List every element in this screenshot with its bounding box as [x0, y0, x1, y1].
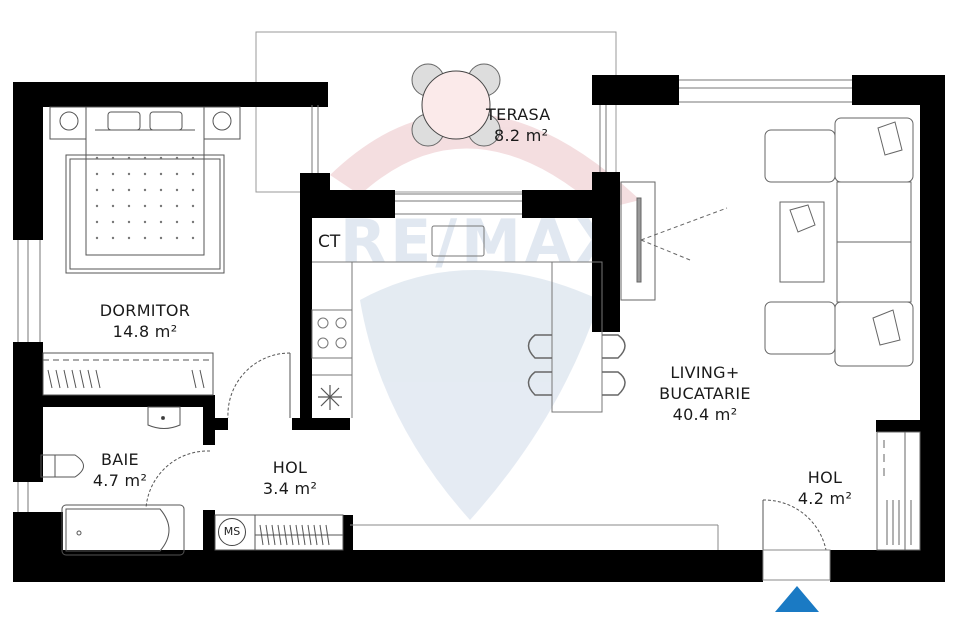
terrace-outline [255, 31, 617, 193]
room-area: 14.8 m² [112, 322, 178, 341]
remax-watermark: RE/MAX [330, 113, 640, 520]
living-storage [350, 524, 719, 550]
bed-pattern-dots [95, 156, 195, 240]
room-area: 3.4 m² [262, 479, 318, 498]
ms-badge: MS [218, 518, 246, 546]
bedroom-door [227, 352, 291, 419]
triangle-up-icon [775, 586, 819, 612]
room-label-terasa: TERASA 8.2 m² [486, 104, 586, 146]
room-label-hol-1: HOL 3.4 m² [240, 457, 340, 499]
kitchen-counters [311, 225, 603, 418]
bedroom-wardrobe [42, 352, 214, 396]
room-label-living: LIVING+ BUCATARIE 40.4 m² [635, 362, 775, 425]
room-name: DORMITOR [99, 301, 191, 320]
bedside-tables [49, 106, 241, 140]
room-area: 8.2 m² [494, 126, 549, 145]
room-label-hol-2: HOL 4.2 m² [780, 467, 870, 509]
tv-unit [620, 181, 728, 301]
room-area: 4.7 m² [92, 471, 148, 490]
ct-label: CT [318, 232, 341, 252]
svg-text:RE/MAX: RE/MAX [340, 207, 626, 277]
room-name: HOL [272, 458, 308, 477]
bathroom-fixtures [40, 406, 211, 556]
hall-storage [214, 514, 344, 551]
room-area: 40.4 m² [672, 405, 738, 424]
room-label-dormitor: DORMITOR 14.8 m² [70, 300, 220, 342]
entrance-door [762, 499, 831, 581]
room-name-2: BUCATARIE [659, 384, 751, 403]
dining-chairs [527, 334, 626, 396]
room-label-baie: BAIE 4.7 m² [75, 449, 165, 491]
fridge-snowflake-icon [318, 385, 342, 410]
room-area: 4.2 m² [797, 489, 853, 508]
terrace-table [411, 63, 501, 147]
room-name: TERASA [486, 105, 551, 124]
hol-wardrobe [876, 431, 921, 551]
room-name: BAIE [101, 450, 139, 469]
walls [13, 75, 945, 582]
room-name: LIVING+ [670, 363, 740, 382]
corner-sofa [764, 117, 914, 367]
room-name: HOL [807, 468, 843, 487]
windows [17, 79, 852, 512]
